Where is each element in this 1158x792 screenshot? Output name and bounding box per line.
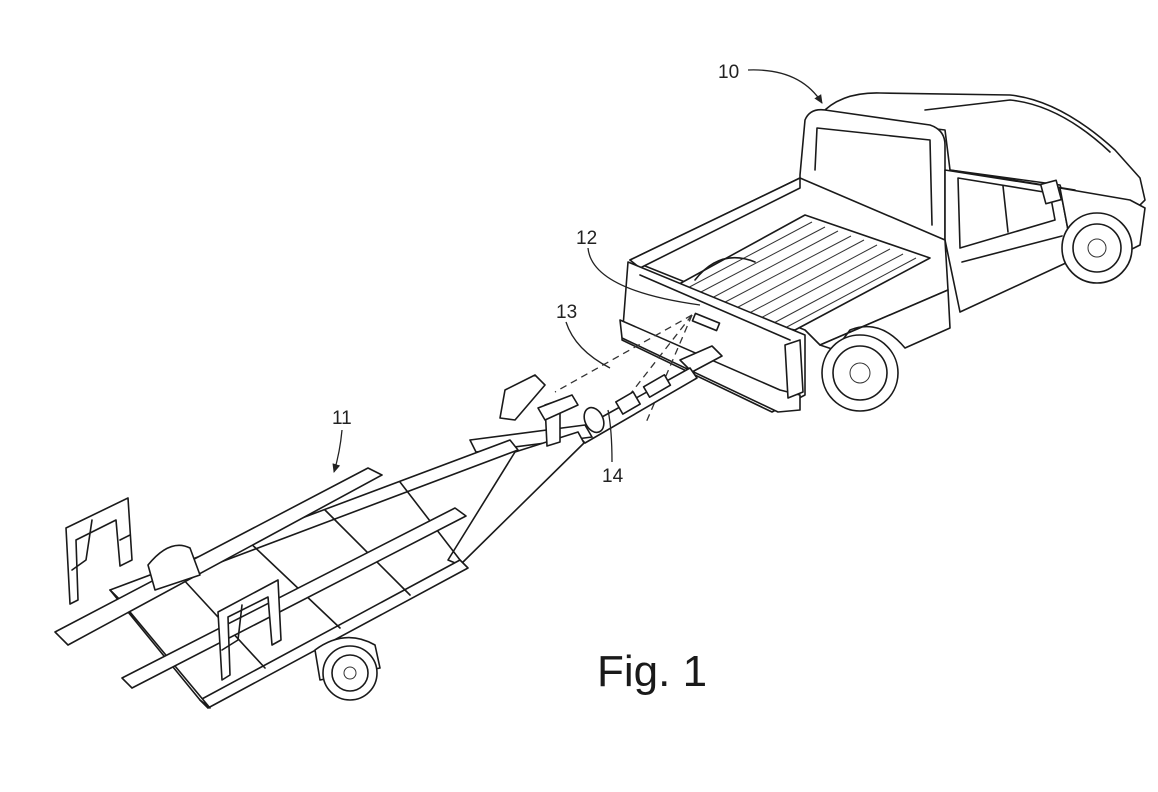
ref-label-hitch: 14 — [602, 466, 624, 487]
ref-label-truck: 10 — [718, 62, 739, 83]
reference-leaders — [332, 69, 823, 473]
ref-label-bed-sensor: 12 — [576, 228, 597, 249]
ref-label-signal-path: 13 — [556, 302, 577, 323]
figure-caption: Fig. 1 — [597, 647, 707, 696]
pickup-truck — [619, 92, 1146, 413]
ref-label-trailer: 11 — [332, 408, 352, 429]
boat-trailer — [54, 374, 593, 709]
hitch-coupler — [574, 367, 698, 444]
bed-floor-ribs — [664, 221, 917, 329]
